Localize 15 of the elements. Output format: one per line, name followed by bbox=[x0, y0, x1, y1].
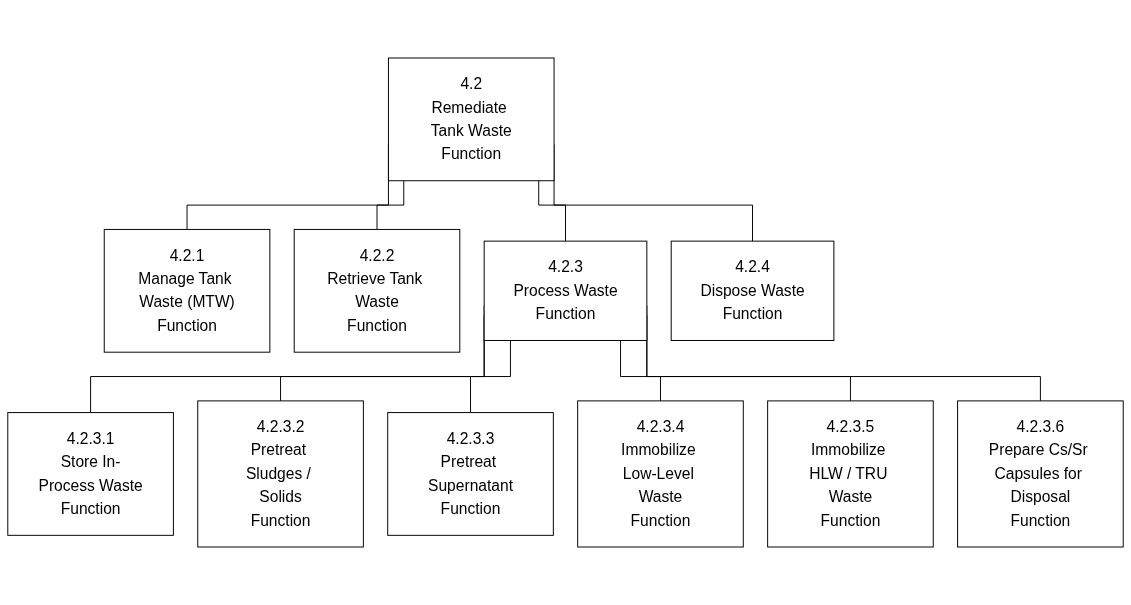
connector bbox=[620, 340, 661, 402]
node-box: 4.2.3.4 Immobilize Low-Level Waste Function bbox=[577, 400, 744, 548]
node-box: 4.2.1 Manage Tank Waste (MTW) Function bbox=[103, 228, 271, 353]
node-box: 4.2.2 Retrieve Tank Waste Function bbox=[293, 228, 461, 353]
node-box: 4.2.3.1 Store In-Process Waste Function bbox=[7, 412, 174, 536]
connector bbox=[470, 340, 511, 414]
node-box: 4.2.3.2 Pretreat Sludges / Solids Function bbox=[197, 400, 364, 548]
connector bbox=[538, 180, 566, 242]
node-box: 4.2.3.5 Immobilize HLW / TRU Waste Function bbox=[767, 400, 934, 548]
node-box: 4.2.3 Process Waste Function bbox=[483, 240, 648, 341]
node-box: 4.2.3.3 Pretreat Supernatant Function bbox=[387, 412, 554, 536]
node-box: 4.2.3.6 Prepare Cs/Sr Capsules for Disposal Function bbox=[957, 400, 1124, 548]
node-box: 4.2 Remediate Tank Waste Function bbox=[387, 57, 555, 182]
connector bbox=[376, 180, 405, 230]
node-box: 4.2.4 Dispose Waste Function bbox=[670, 240, 835, 341]
